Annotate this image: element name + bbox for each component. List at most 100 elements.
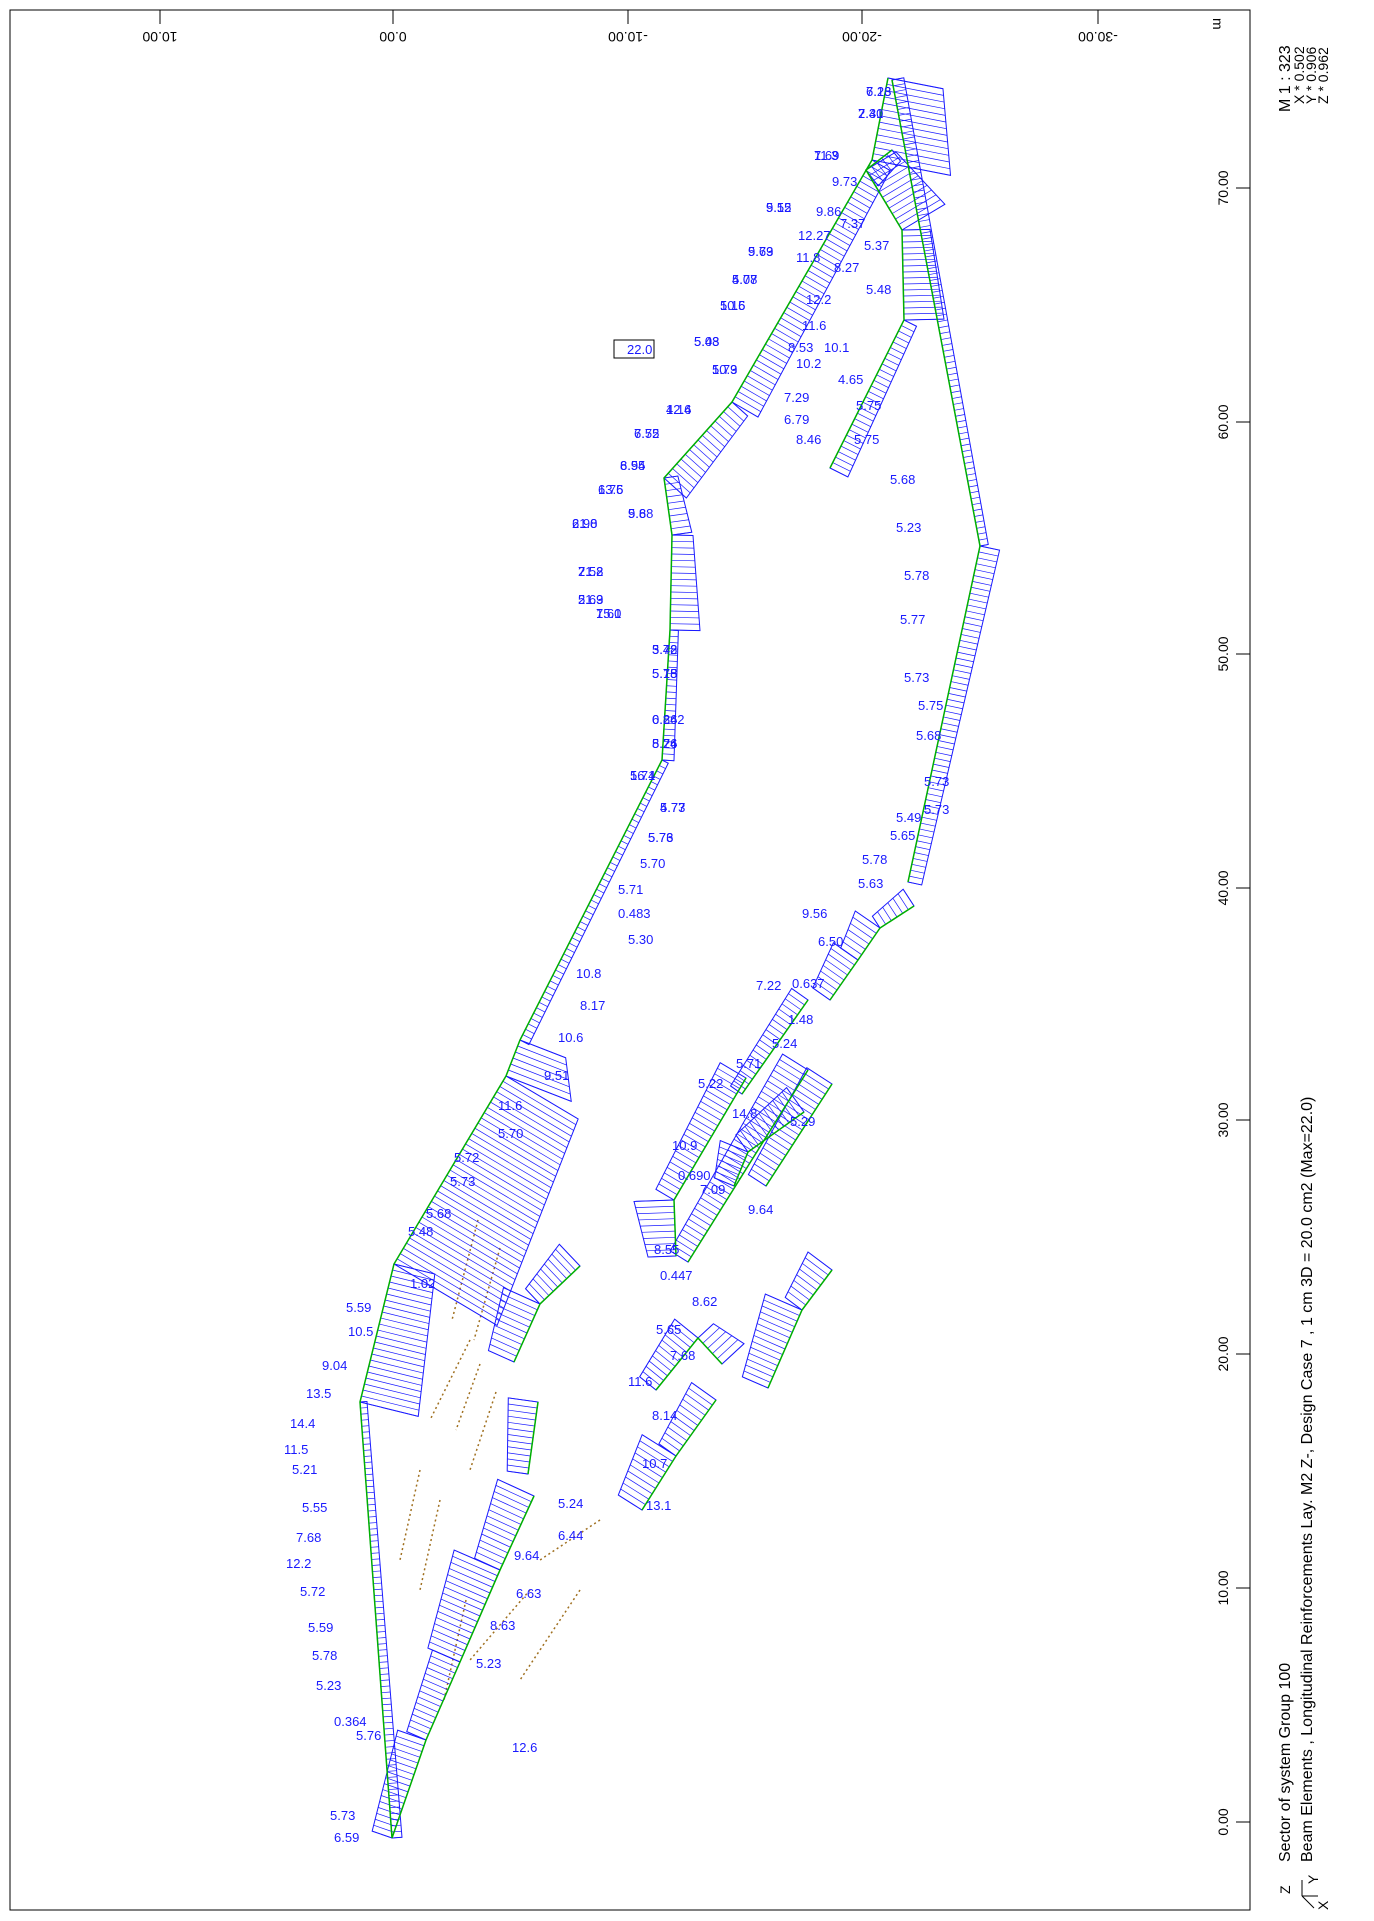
hatch-line [502,1080,577,1126]
value-label: 0.483 [618,906,651,921]
hatch-line [495,1318,528,1334]
hatch-line [364,1383,421,1399]
hatch-line [601,878,610,883]
beam-axis-line [527,1401,539,1475]
value-label: 7.60 [596,606,621,621]
hatch-line [967,604,986,610]
value-label: 12.27 [798,228,831,243]
hatch-line [730,1085,743,1095]
hatch-line [954,408,964,411]
beam-axis-line [359,77,889,1839]
hatch-line [948,378,959,382]
hatch-line [881,363,897,372]
hatch-line [423,1678,448,1691]
hatch-line [364,1467,373,1469]
hatch-line [429,1641,463,1657]
hatch-line [929,781,945,786]
hatch-line [907,160,919,163]
vtick-label: -20.00 [842,29,882,45]
hatch-line [978,551,999,557]
hatch-line [789,1099,813,1115]
legend-block: Sector of system Group 100 Beam Elements… [1277,45,1331,1862]
hatch-line [663,475,678,479]
hatch-line [507,1421,535,1427]
hatch-line [773,1069,799,1086]
htick-label: 20.00 [1215,1336,1231,1371]
hatch-line [365,1479,374,1482]
hatch-line [940,728,958,733]
hatch-line [747,1358,776,1372]
hatch-line [676,463,699,483]
hatch-line [383,1715,393,1718]
hatch-line [590,899,599,905]
hatch-line [844,207,865,220]
hatch-line [913,189,925,193]
hatch-line [670,604,699,606]
hatch-line [928,272,940,276]
hatch-line [393,1263,498,1326]
hatch-line [663,741,675,743]
hatch-line [756,1044,770,1055]
hatch-line [648,1360,668,1377]
value-label: 5.65 [656,1322,681,1337]
hatch-line [540,1268,559,1288]
hatch-line [906,154,918,158]
htick-label: 70.00 [1215,170,1231,205]
hatch-line [381,1691,391,1694]
htick-label: 10.00 [1215,1570,1231,1605]
hatch-line [418,1221,516,1280]
beam-axis-line [641,1399,717,1511]
hatch-line [798,285,822,300]
hatch-line [840,445,859,455]
hatch-line [665,710,676,712]
scale-y: Y * 0.906 [1303,46,1319,104]
hatch-line [388,1765,415,1775]
hatch-line [390,1275,434,1287]
hatch-line [434,1623,471,1640]
hatch-line [363,1443,371,1445]
hatch-line [689,1122,712,1137]
hatch-line [786,1104,810,1120]
hatch-line [685,1223,705,1237]
hatch-line [488,1509,522,1525]
hatch-line [846,434,864,444]
hatch-line [700,1197,721,1211]
hatch-line [812,987,831,1001]
value-label: 5.63 [858,876,883,891]
value-label: 1.48 [788,1012,813,1027]
value-label: 6.50 [818,934,843,949]
hatch-line [604,872,613,878]
hatch-line [670,616,700,619]
hatch-line [817,254,839,268]
value-label: 6.63 [516,1586,541,1601]
value-label: 6.59 [334,1830,359,1845]
hatch-line [933,763,950,768]
hatch-line [788,993,805,1006]
hatch-line [903,276,938,279]
hatch-line [743,1370,771,1383]
hatch-line [588,905,597,910]
hatch-line [817,976,838,991]
hatch-line [410,1719,431,1730]
hatch-line [953,402,963,405]
value-label: 5.88 [628,506,653,521]
hatch-line [717,1067,744,1084]
hatch-line [362,1437,370,1439]
value-label: 0.364 [334,1714,367,1729]
hatch-line [374,1600,384,1603]
value-label: 5.23 [896,520,921,535]
hatch-line [880,115,947,130]
hatch-line [786,307,810,321]
hatch-line [525,1028,535,1035]
hatch-line [959,437,970,441]
hatch-line [952,396,962,399]
hatch-line [645,1366,664,1381]
value-label: 5.16 [720,298,745,313]
hatch-line [783,312,808,327]
scale-ratio: M 1 : 323 [1277,45,1294,112]
value-label: 9.55 [766,200,791,215]
hatch-line [723,411,741,427]
hatch-line [391,1836,402,1839]
hatch-line [974,514,983,517]
hatch-line [902,246,933,249]
